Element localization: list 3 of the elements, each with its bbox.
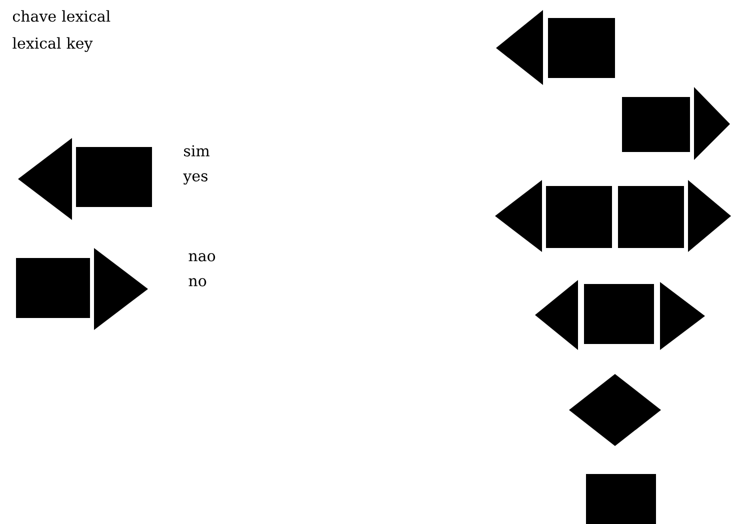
title: chave lexical lexical key — [12, 10, 110, 52]
legend-text: nao no — [188, 253, 216, 286]
legend-text: sim yes — [183, 145, 210, 185]
